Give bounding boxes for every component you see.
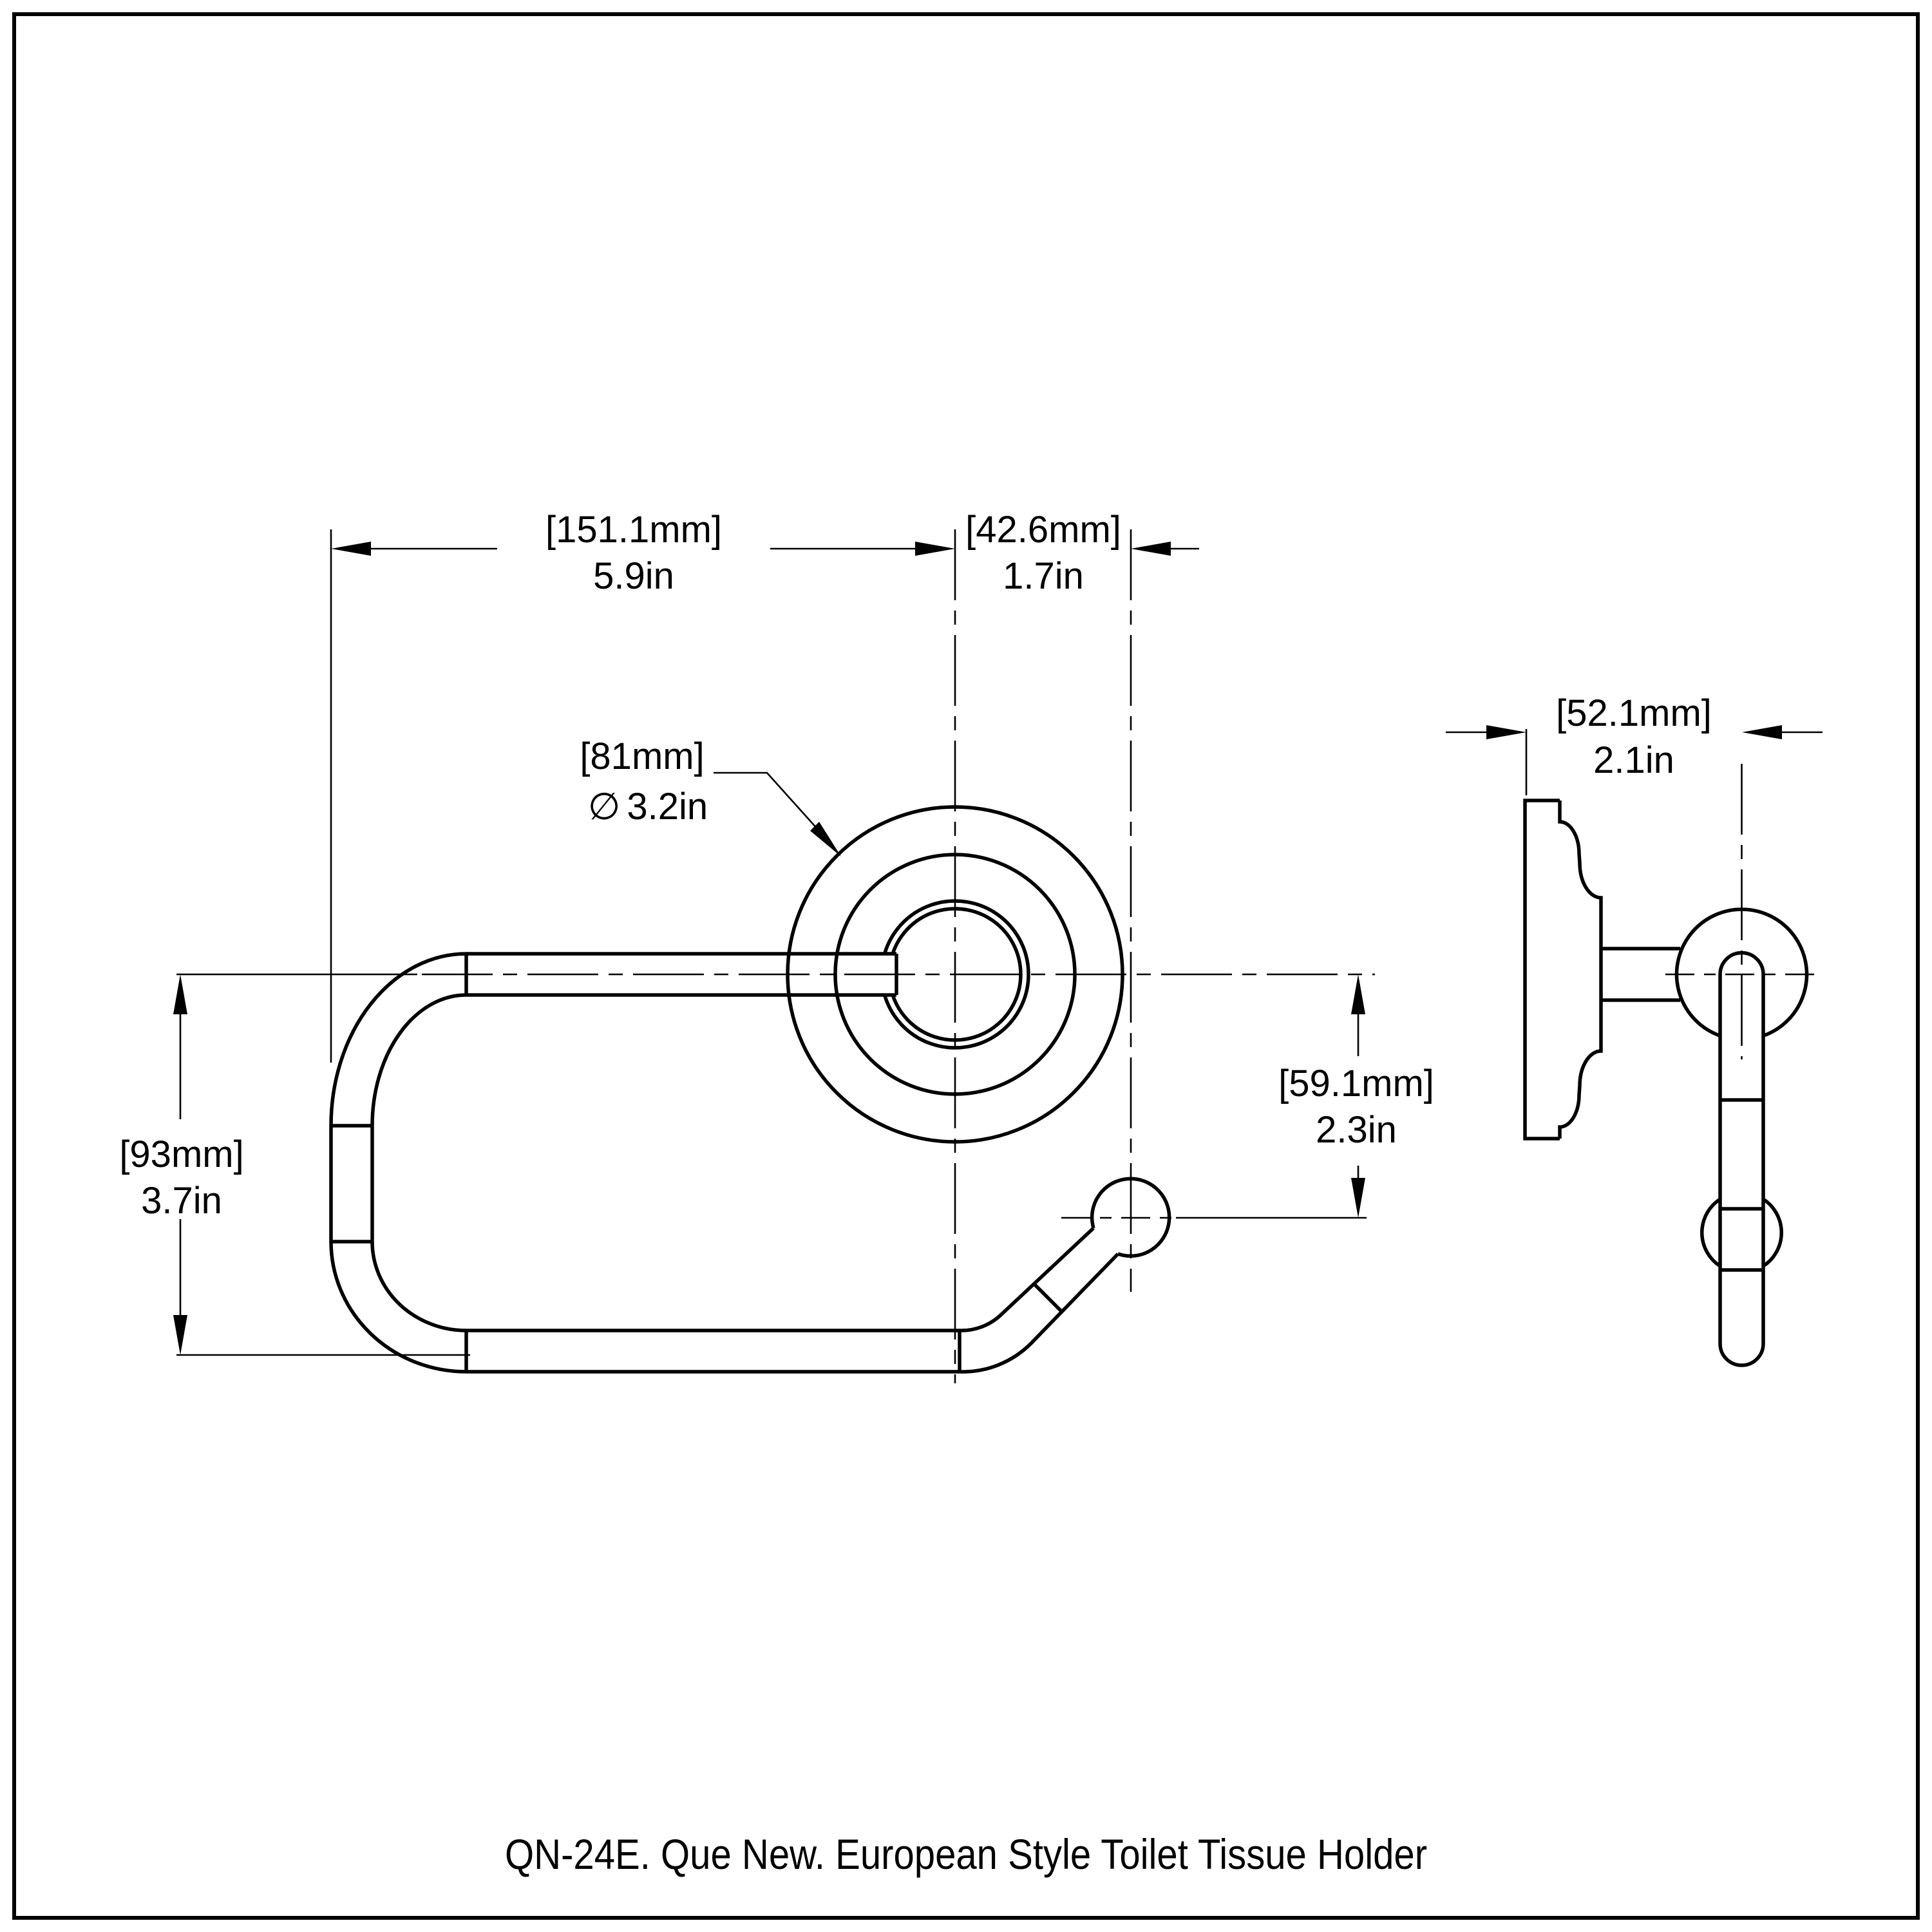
hook-ball [1090,1177,1171,1258]
side-arm-top-cap [1718,951,1765,975]
dimension-center-to-hook: [42.6mm] 1.7in [965,509,1199,597]
arrowhead-down [1351,1178,1365,1218]
arm-outer-left-curve [329,952,467,1374]
arrowhead-right [915,542,955,556]
arrowhead-up [173,974,187,1014]
leader-line [714,772,819,830]
overall-height-inch-label: 3.7in [141,1180,222,1222]
arm-inner-left-curve [370,993,467,1332]
arrowhead-right-pointing [1486,725,1526,739]
flange-diameter-inch-value: 3.2in [627,786,708,828]
wall-projection-inch-label: 2.1in [1593,739,1674,781]
flange-outer-circle [786,805,1124,1144]
page-border [12,12,1920,1920]
side-view [1523,764,1820,1367]
leader-arrowhead [810,822,841,857]
arrowhead-down [173,1315,187,1355]
center-drop-mm-label: [59.1mm] [1278,1063,1434,1104]
flange-middle-circle [833,853,1077,1096]
arrowhead-left-pointing [1742,725,1782,739]
dimension-wall-projection: [52.1mm] 2.1in [1446,692,1823,795]
drawing-caption: QN-24E. Que New. European Style Toilet T… [505,1832,1427,1879]
wall-plate [1523,799,1560,1141]
arrowhead-up [1351,974,1365,1014]
hook-inner-edge [959,1226,1095,1332]
dimension-center-drop: [59.1mm] 2.3in [1176,974,1434,1219]
dimension-overall-height: [93mm] 3.7in [119,973,470,1356]
front-view [329,529,1375,1383]
arrowhead-left [1131,542,1171,556]
overall-height-mm-label: [93mm] [119,1133,243,1175]
pivot-circle [1674,907,1809,1037]
wall-projection-mm-label: [52.1mm] [1556,692,1712,734]
side-ball-left-arc [1700,1197,1721,1268]
dimension-flange-diameter: [81mm] ∅3.2in [580,735,841,857]
overall-width-mm-label: [151.1mm] [545,509,722,551]
flange-diameter-inch-label: ∅3.2in [588,786,708,828]
overall-width-inch-label: 5.9in [593,555,674,597]
diameter-symbol: ∅ [588,786,621,828]
hook-outer-edge [959,1253,1119,1374]
side-ball-right-arc [1762,1197,1783,1268]
center-to-hook-mm-label: [42.6mm] [965,509,1121,551]
hook-joint-line [1032,1282,1063,1313]
wall-plate-molding-profile [1558,800,1603,1139]
arrowhead-left [331,542,371,556]
center-to-hook-inch-label: 1.7in [1003,555,1084,597]
side-arm-bottom-cap [1718,1343,1765,1367]
flange-diameter-mm-label: [81mm] [580,735,704,777]
post-ring-inner-arc [891,907,1023,1042]
post-ring-outer-arc [882,899,1030,1050]
center-drop-inch-label: 2.3in [1316,1109,1397,1151]
